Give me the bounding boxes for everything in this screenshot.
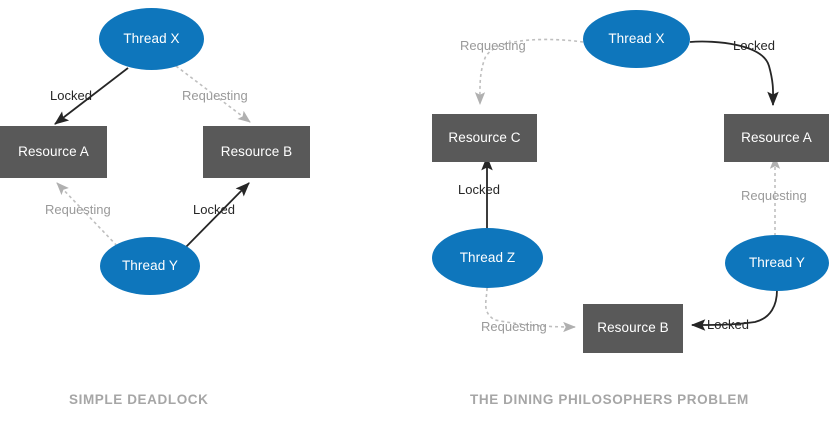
edges-layer-dining-philosophers [474, 38, 781, 333]
node-label: Thread X [123, 30, 180, 46]
edge-label-z-locks-c: Locked [458, 182, 500, 197]
edge-line-z-requests-b [484, 287, 576, 333]
node-resource-a[interactable]: Resource A [724, 114, 829, 162]
node-label: Thread Y [121, 257, 179, 273]
node-label: Resource A [18, 143, 89, 159]
edge-label-y-locks-b: Locked [707, 317, 749, 332]
diagram-simple-deadlock: Thread X Thread Y Resource A Resource B … [0, 8, 310, 407]
caption-dining-philosophers: THE DINING PHILOSOPHERS PROBLEM [470, 392, 749, 407]
node-resource-a[interactable]: Resource A [0, 126, 107, 178]
node-label: Resource B [220, 143, 293, 159]
node-thread-y[interactable]: Thread Y [725, 235, 829, 291]
edge-label-x-requests-c: Requesting [460, 38, 526, 53]
edge-label-y-locks-b: Locked [193, 202, 235, 217]
node-resource-b[interactable]: Resource B [583, 304, 683, 353]
edge-line-y-locks-b [690, 289, 778, 331]
edges-layer-simple-deadlock [54, 65, 251, 251]
node-label: Resource B [597, 320, 669, 336]
node-label: Resource C [448, 129, 521, 145]
edge-label-y-requests-a: Requesting [45, 202, 111, 217]
node-thread-z[interactable]: Thread Z [432, 228, 543, 288]
node-label: Thread Z [459, 249, 516, 265]
edge-label-z-requests-b: Requesting [481, 319, 547, 334]
node-thread-x[interactable]: Thread X [99, 8, 204, 70]
caption-simple-deadlock: SIMPLE DEADLOCK [69, 392, 209, 407]
node-label: Thread X [608, 30, 665, 46]
edge-line-y-locks-b [182, 182, 250, 251]
edge-line-x-requests-c [474, 38, 584, 105]
edge-line-x-locks-a [54, 67, 129, 125]
node-resource-b[interactable]: Resource B [203, 126, 310, 178]
node-label: Resource A [741, 129, 812, 145]
edge-label-y-requests-a: Requesting [741, 188, 807, 203]
edge-label-x-locks-a: Locked [733, 38, 775, 53]
diagram-dining-philosophers: Thread X Thread Y Thread Z Resource A Re… [415, 0, 829, 426]
edge-line-x-locks-a [689, 40, 779, 107]
edge-label-x-requests-b: Requesting [182, 88, 248, 103]
node-label: Thread Y [748, 254, 806, 270]
node-thread-y[interactable]: Thread Y [100, 237, 200, 295]
node-resource-c[interactable]: Resource C [432, 114, 537, 162]
edge-label-x-locks-a: Locked [50, 88, 92, 103]
node-thread-x[interactable]: Thread X [583, 10, 690, 68]
